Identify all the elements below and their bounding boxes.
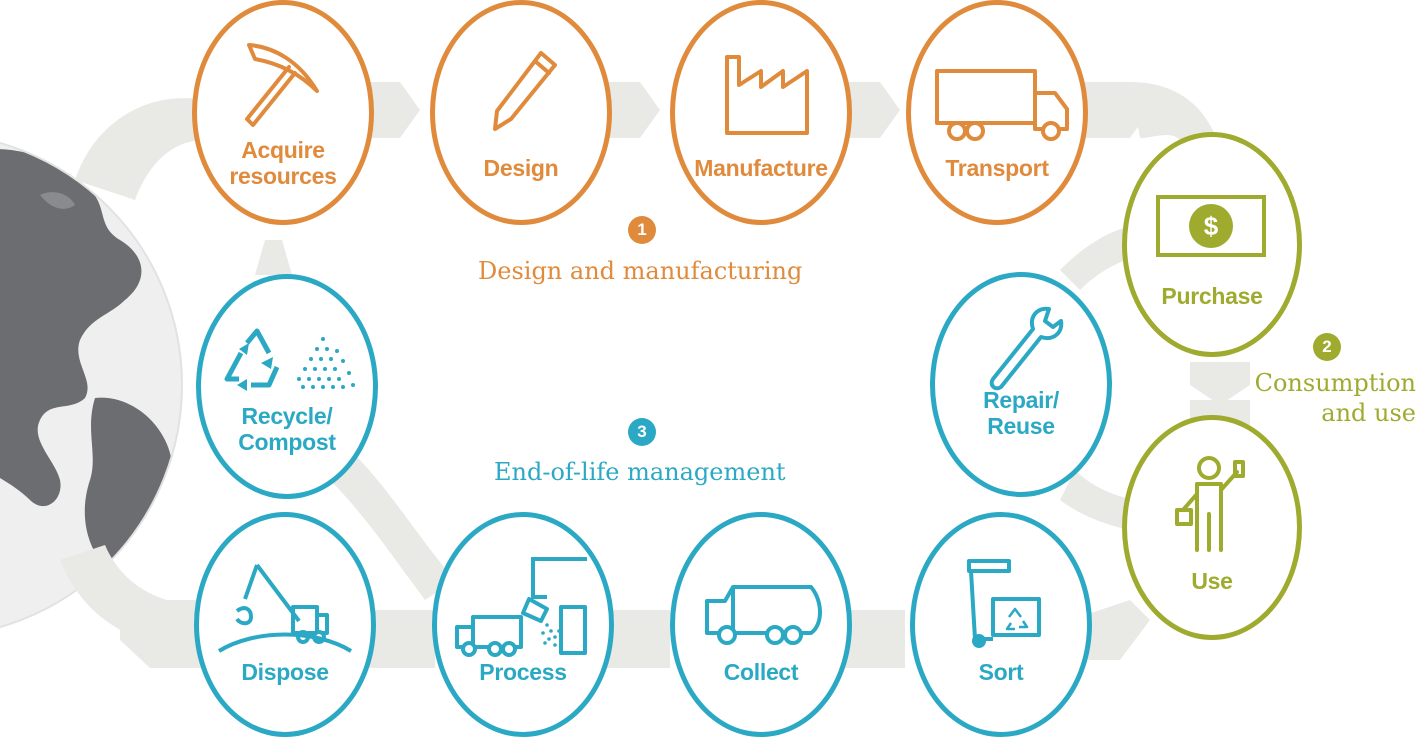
node-label: Purchase [1161,283,1263,309]
phase-2-label: Consumption and use [1254,369,1416,427]
node-collect: Collect [670,512,852,737]
node-dispose: Dispose [194,512,376,737]
node-label: Repair/ Reuse [983,387,1059,439]
node-label: Acquire resources [229,137,337,189]
bins-icon [967,559,1041,648]
svg-text:$: $ [1204,211,1219,241]
node-design: Design [430,0,612,225]
node-repair-reuse: Repair/ Reuse [930,272,1112,497]
node-label: Manufacture [694,155,828,181]
globe-icon [0,140,183,629]
factory-icon [725,55,809,135]
node-label: Design [483,155,559,181]
phase-1-label: Design and manufacturing [478,257,803,285]
node-acquire-resources: Acquire resources [192,0,374,225]
node-label: Recycle/ Compost [238,403,336,455]
node-process: Process [432,512,614,737]
processing-plant-icon [455,557,587,657]
phase-1-badge: 1 [628,216,656,244]
pickaxe-icon [245,43,319,127]
node-label: Sort [978,659,1024,685]
node-use: Use [1122,415,1302,640]
person-icon [1175,456,1245,552]
recycle-icon [224,328,355,391]
garbage-truck-icon [705,585,822,645]
node-label: Dispose [241,659,329,685]
truck-icon [935,69,1069,141]
node-manufacture: Manufacture [670,0,852,225]
landfill-excavator-icon [217,563,353,653]
wrench-icon [989,306,1064,391]
node-sort: Sort [910,512,1092,737]
node-label: Collect [723,659,799,685]
phase-2-badge: 2 [1313,333,1341,361]
dollar-bill-icon: $ [1156,195,1266,257]
node-label: Transport [945,155,1049,181]
node-transport: Transport [906,0,1088,225]
node-purchase: $ Purchase [1122,132,1302,357]
pencil-icon [493,51,557,131]
node-label: Use [1191,568,1233,594]
phase-3-label: End-of-life management [494,458,786,486]
phase-3-badge: 3 [628,418,656,446]
node-recycle-compost: Recycle/ Compost [196,274,378,499]
node-label: Process [479,659,567,685]
